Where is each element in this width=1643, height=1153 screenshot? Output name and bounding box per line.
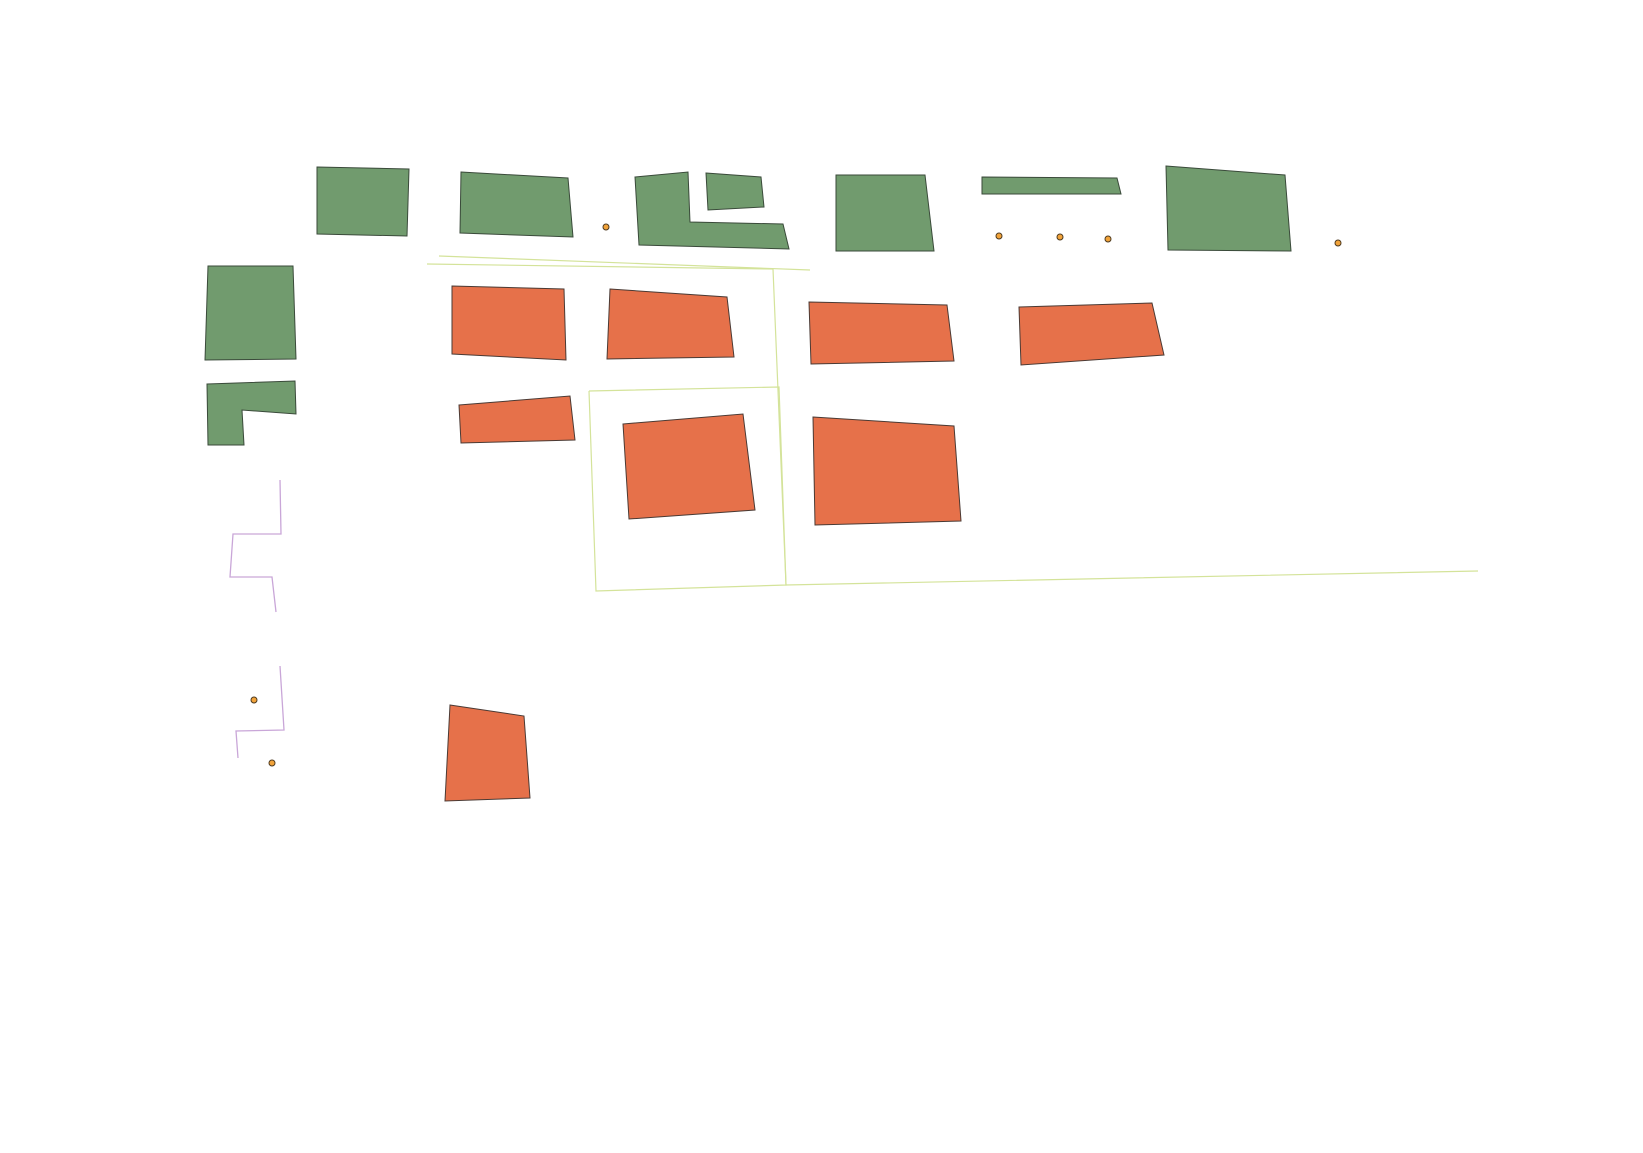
point-marker[interactable]: [250, 696, 258, 704]
boundary-lines-layer: [426, 255, 1479, 592]
orange-buildings-layer: [444, 285, 1165, 802]
orange-building[interactable]: [812, 416, 962, 526]
green-parcel[interactable]: [459, 171, 574, 238]
green-parcel[interactable]: [206, 380, 297, 446]
orange-building[interactable]: [606, 288, 735, 360]
green-parcel[interactable]: [705, 172, 765, 211]
green-parcel[interactable]: [981, 176, 1122, 195]
orange-building[interactable]: [622, 413, 756, 520]
green-parcel[interactable]: [634, 171, 790, 250]
point-marker[interactable]: [995, 232, 1003, 240]
point-marker[interactable]: [602, 223, 610, 231]
orange-building[interactable]: [451, 285, 567, 361]
orange-building[interactable]: [808, 301, 955, 365]
path-line: [229, 479, 282, 613]
boundary-line: [588, 386, 787, 592]
green-parcel[interactable]: [1165, 165, 1292, 252]
point-markers-layer: [250, 223, 1342, 767]
point-marker[interactable]: [1334, 239, 1342, 247]
green-parcel[interactable]: [835, 174, 935, 252]
point-marker[interactable]: [268, 759, 276, 767]
green-parcel[interactable]: [316, 166, 410, 237]
point-marker[interactable]: [1056, 233, 1064, 241]
boundary-line: [426, 263, 1479, 586]
path-lines-layer: [229, 479, 285, 759]
green-parcel[interactable]: [204, 265, 297, 361]
orange-building[interactable]: [458, 395, 576, 444]
point-marker[interactable]: [1104, 235, 1112, 243]
orange-building[interactable]: [1018, 302, 1165, 366]
path-line: [235, 665, 285, 759]
orange-building[interactable]: [444, 704, 531, 802]
boundary-line: [438, 255, 811, 271]
green-parcels-layer: [204, 165, 1292, 446]
